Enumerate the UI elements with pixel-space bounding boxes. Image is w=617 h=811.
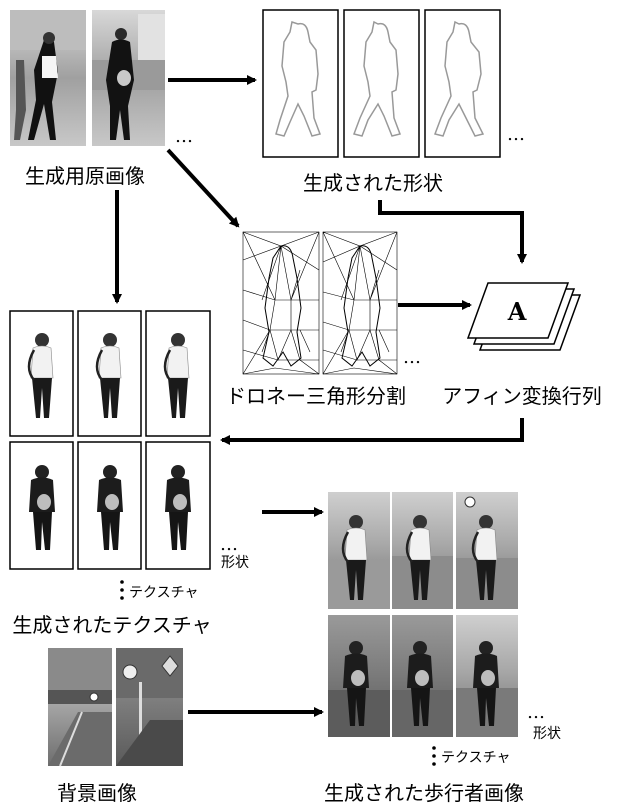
shapes-ellipsis: … (507, 124, 525, 145)
background-image-1 (48, 648, 112, 767)
texture-white-3 (145, 310, 211, 437)
affine-label: アフィン変換行列 (442, 384, 602, 408)
generated-textures-label: 生成されたテクスチャ (12, 613, 211, 637)
arrow-shapes-to-affine (378, 200, 527, 264)
pedestrians-ellipsis: … (527, 702, 545, 723)
generated-shapes-label: 生成された形状 (303, 171, 443, 195)
pedestrian-image-2 (392, 492, 453, 609)
source-images-label: 生成用原画像 (25, 164, 145, 188)
texture-white-2 (77, 310, 142, 437)
delaunay-mesh-1 (242, 231, 320, 375)
pedestrian-image-5 (392, 615, 453, 737)
arrow-source-to-delaunay (166, 148, 240, 228)
pedestrian-image-4 (328, 615, 390, 737)
delaunay-label: ドロネー三角形分割 (226, 384, 406, 408)
arrow-affine-to-textures (220, 418, 524, 445)
affine-matrix-stack (466, 282, 582, 351)
source-image-2 (92, 10, 165, 146)
pedestrian-shape-small-label: 形状 (533, 726, 561, 742)
background-label: 背景画像 (57, 781, 137, 805)
texture-white-1 (9, 310, 74, 437)
texture-vertical-dots (120, 580, 124, 600)
generated-shape-2 (343, 9, 420, 158)
source-ellipsis: … (175, 126, 193, 147)
delaunay-mesh-2 (322, 231, 398, 375)
texture-dark-2 (77, 441, 142, 570)
shape-small-label: 形状 (221, 555, 249, 571)
generated-pedestrians-label: 生成された歩行者画像 (324, 781, 524, 805)
generated-shape-1 (262, 9, 339, 158)
textures-ellipsis: … (220, 534, 238, 555)
pedestrian-image-3 (456, 492, 518, 609)
affine-letter: A (507, 297, 527, 326)
texture-dark-1 (9, 441, 74, 570)
source-image-1 (10, 10, 86, 146)
pedestrian-image-6 (456, 615, 518, 737)
pedestrian-texture-small-label: テクスチャ (441, 750, 510, 766)
pedestrian-image-1 (328, 492, 390, 609)
texture-dark-3 (145, 441, 211, 570)
generated-shape-3 (424, 9, 501, 158)
delaunay-ellipsis: … (403, 347, 421, 368)
texture-small-label: テクスチャ (129, 585, 198, 601)
pedestrian-vertical-dots (432, 746, 436, 766)
background-image-2 (116, 648, 183, 766)
